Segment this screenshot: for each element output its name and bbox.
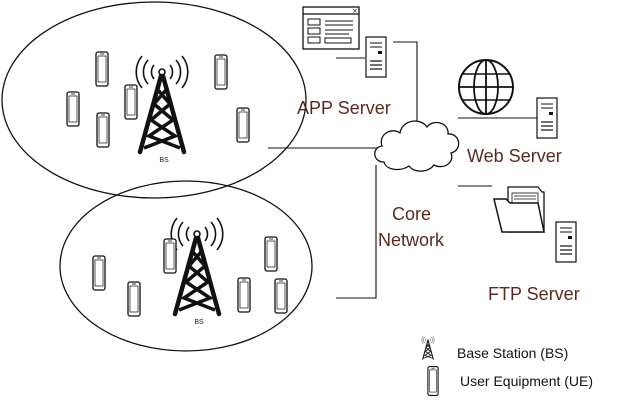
- ftp-server-label: FTP Server: [488, 284, 580, 304]
- phone-icon: [274, 278, 288, 314]
- bs-label-top: BS: [159, 157, 169, 164]
- phone-icon: [95, 51, 109, 87]
- tower-icon: [136, 56, 188, 152]
- server-icon: [555, 221, 577, 263]
- server-icon: [365, 36, 387, 78]
- phone-icon: [427, 365, 439, 397]
- phone-icon: [236, 107, 250, 143]
- app-window-icon: ×: [302, 6, 360, 50]
- bs-label-bottom: BS: [194, 319, 204, 326]
- web-server-label: Web Server: [467, 146, 562, 166]
- legend-base-station: Base Station (BS): [457, 345, 568, 361]
- core-label-line2: Network: [378, 230, 445, 250]
- cell-bottom-ellipse: [59, 180, 313, 352]
- phone-icon: [96, 112, 110, 148]
- phone-icon: [92, 255, 106, 291]
- cloud-icon: [374, 120, 460, 172]
- tower-icon: [171, 218, 223, 314]
- phone-icon: [237, 277, 251, 313]
- app-server-label: APP Server: [297, 98, 391, 118]
- connection-lines: [268, 41, 540, 299]
- server-icon: [536, 97, 558, 139]
- link-cell-bottom: [336, 165, 377, 299]
- core-label-line1: Core: [392, 204, 431, 224]
- phone-icon: [66, 91, 80, 127]
- globe-icon: [458, 59, 514, 115]
- phone-icon: [264, 236, 278, 272]
- legend: Base Station (BS) User Equipment (UE): [421, 335, 593, 397]
- folder-icon: [493, 186, 545, 233]
- phone-icon: [163, 238, 177, 274]
- phone-icon: [127, 281, 141, 317]
- tower-icon: [421, 335, 435, 360]
- link-app-server: [393, 41, 418, 122]
- legend-user-equipment: User Equipment (UE): [460, 373, 593, 389]
- phone-icon: [124, 84, 138, 120]
- cell-top-ellipse: [1, 1, 307, 199]
- svg-text:×: ×: [352, 7, 358, 15]
- phone-icon: [214, 54, 228, 90]
